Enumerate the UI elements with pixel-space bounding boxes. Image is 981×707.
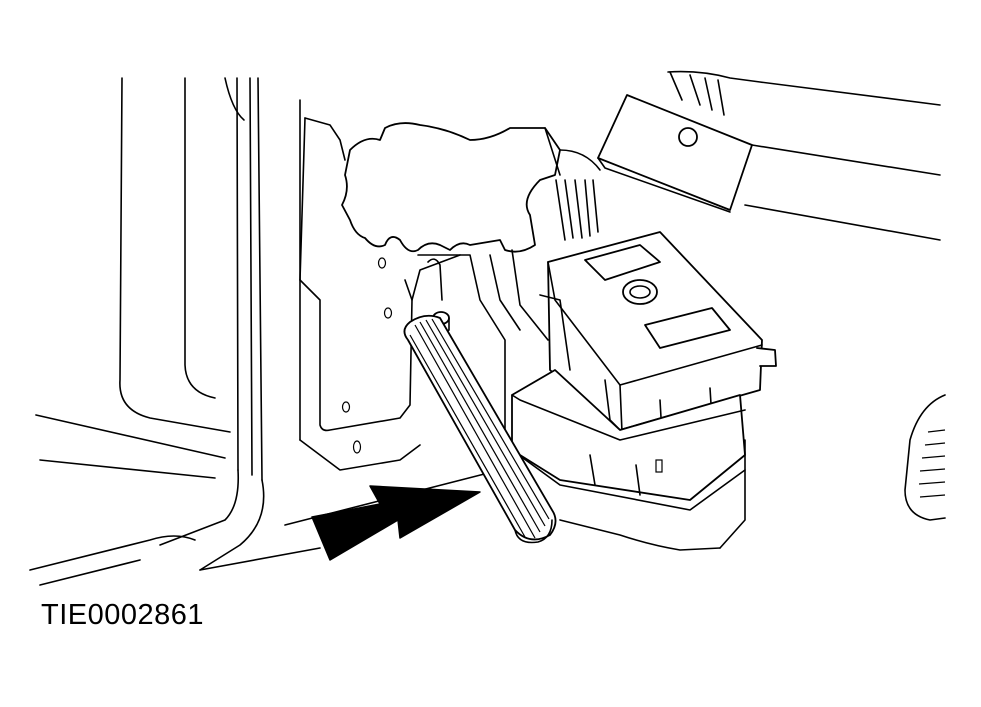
- upper-connector: [597, 70, 941, 241]
- electronic-module: [539, 231, 777, 436]
- pointer-arrow: [311, 485, 481, 561]
- side-trim-grille: [904, 394, 946, 521]
- pillar-trim: [29, 77, 301, 586]
- mounting-bracket: [299, 117, 461, 471]
- wiring-harness: [341, 122, 601, 253]
- tool: [403, 314, 557, 544]
- junction-box: [511, 369, 746, 511]
- figure-id-label: TIE0002861: [41, 599, 205, 631]
